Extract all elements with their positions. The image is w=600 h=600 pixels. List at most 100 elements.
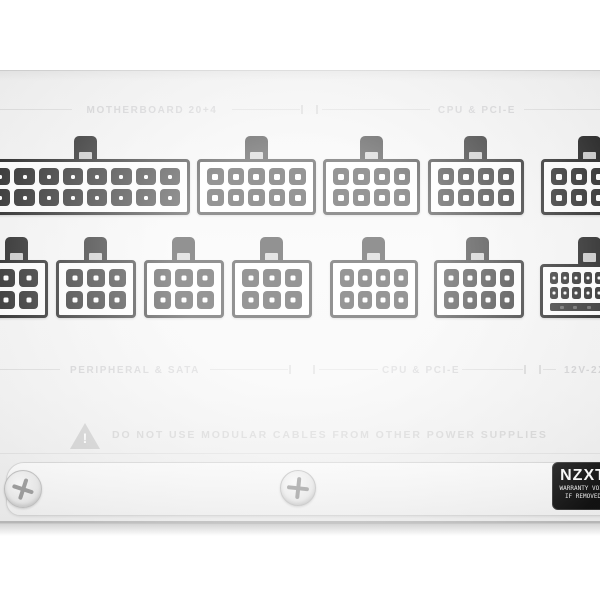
connector-8-pin: [323, 159, 420, 215]
connector-pin: [263, 291, 281, 309]
pin-row: [0, 269, 38, 287]
connector-pin: [499, 269, 514, 287]
connector-pin: [14, 168, 35, 185]
connector-pin: [111, 168, 132, 185]
connector-pin: [551, 189, 567, 206]
connector-pin: [159, 168, 180, 185]
screw-cross-icon: [279, 469, 316, 506]
connector-pin: [111, 189, 132, 206]
connector-18-pin: [0, 159, 190, 215]
connector-pin: [393, 189, 410, 206]
warranty-text-line2: IF REMOVED: [564, 492, 600, 500]
connector-pin: [393, 168, 410, 185]
divider-line: [524, 109, 600, 110]
connector-pin: [498, 189, 514, 206]
connector-pin: [591, 168, 600, 185]
pin-row: [551, 168, 600, 185]
connector-pin: [14, 189, 35, 206]
pin-row: [340, 269, 408, 287]
connector-pin: [499, 291, 514, 309]
connector-pin: [571, 168, 587, 185]
connector-pin: [289, 189, 306, 206]
connector-pin: [458, 168, 474, 185]
connector-pin: [551, 168, 567, 185]
sense-pin-bar: [550, 303, 600, 311]
connector-pin: [196, 291, 214, 309]
divider-line: [210, 369, 288, 370]
divider-tick: [316, 105, 318, 114]
panel-seam-line: [0, 453, 600, 454]
pin-row: [340, 291, 408, 309]
connector-pin: [561, 272, 570, 284]
pin-row: [242, 291, 302, 309]
connector-pin: [0, 168, 11, 185]
connector-pin: [66, 269, 84, 287]
pin-row: [0, 291, 38, 309]
connector-pin: [263, 269, 281, 287]
connector-pin: [478, 189, 494, 206]
pin-row: [66, 291, 126, 309]
connector-pin: [498, 168, 514, 185]
connector-pin: [268, 168, 286, 185]
connector-6-pin: [232, 260, 312, 318]
pin-row: [438, 168, 514, 185]
divider-line: [232, 109, 300, 110]
connector-pin: [444, 291, 459, 309]
connector-pin: [154, 269, 172, 287]
connector-pin: [289, 168, 306, 185]
connector-pin: [481, 269, 496, 287]
pin-row: [0, 168, 180, 185]
connector-6-pin: [144, 260, 224, 318]
section-label-motherboard: MOTHERBOARD 20+4: [86, 105, 218, 116]
sense-pin: [573, 305, 578, 309]
connector-pin: [248, 189, 265, 206]
connector-pin: [207, 168, 224, 185]
section-label-peripheral-sata: PERIPHERAL & SATA: [70, 365, 200, 376]
pin-row: [66, 269, 126, 287]
connector-8-pin: [428, 159, 524, 215]
connector-pin: [353, 168, 370, 185]
connector-pin: [572, 272, 581, 284]
connector-pin: [175, 291, 193, 309]
divider-tick: [524, 365, 526, 374]
divider-tick: [539, 365, 541, 374]
connector-pin: [284, 269, 302, 287]
connector-pin: [444, 269, 459, 287]
pin-row: [242, 269, 302, 287]
pin-row: [207, 168, 306, 185]
divider-line: [319, 369, 378, 370]
pin-row: [154, 269, 214, 287]
divider-tick: [301, 105, 303, 114]
connector-pin: [19, 291, 38, 309]
connector-pin: [207, 189, 224, 206]
divider-line: [0, 109, 72, 110]
warning-exclamation: !: [82, 430, 88, 446]
connector-8-pin: [434, 260, 524, 318]
connector-pin: [87, 269, 105, 287]
sense-pin: [586, 305, 591, 309]
connector-pin: [0, 269, 16, 287]
connector-pin: [19, 269, 38, 287]
connector-pin: [550, 287, 559, 299]
connector-pin: [159, 189, 180, 206]
connector-pin: [242, 269, 260, 287]
connector-pin: [594, 272, 600, 284]
connector-pin: [478, 168, 494, 185]
connector-pin: [227, 168, 245, 185]
connector-pin: [87, 189, 108, 206]
pin-row: [207, 189, 306, 206]
connector-pin: [248, 168, 265, 185]
connector-pin: [227, 189, 245, 206]
warning-text: DO NOT USE MODULAR CABLES FROM OTHER POW…: [112, 429, 548, 441]
connector-pin: [333, 168, 350, 185]
connector-12V-2x6: [540, 264, 600, 318]
connector-pin: [340, 291, 354, 309]
connector-pin: [268, 189, 286, 206]
connector-pin: [394, 269, 408, 287]
connector-pin: [571, 189, 587, 206]
divider-line: [0, 369, 60, 370]
connector-pin: [462, 269, 477, 287]
connector-pin: [438, 168, 454, 185]
pin-row: [551, 189, 600, 206]
connector-6-pin: [56, 260, 136, 318]
